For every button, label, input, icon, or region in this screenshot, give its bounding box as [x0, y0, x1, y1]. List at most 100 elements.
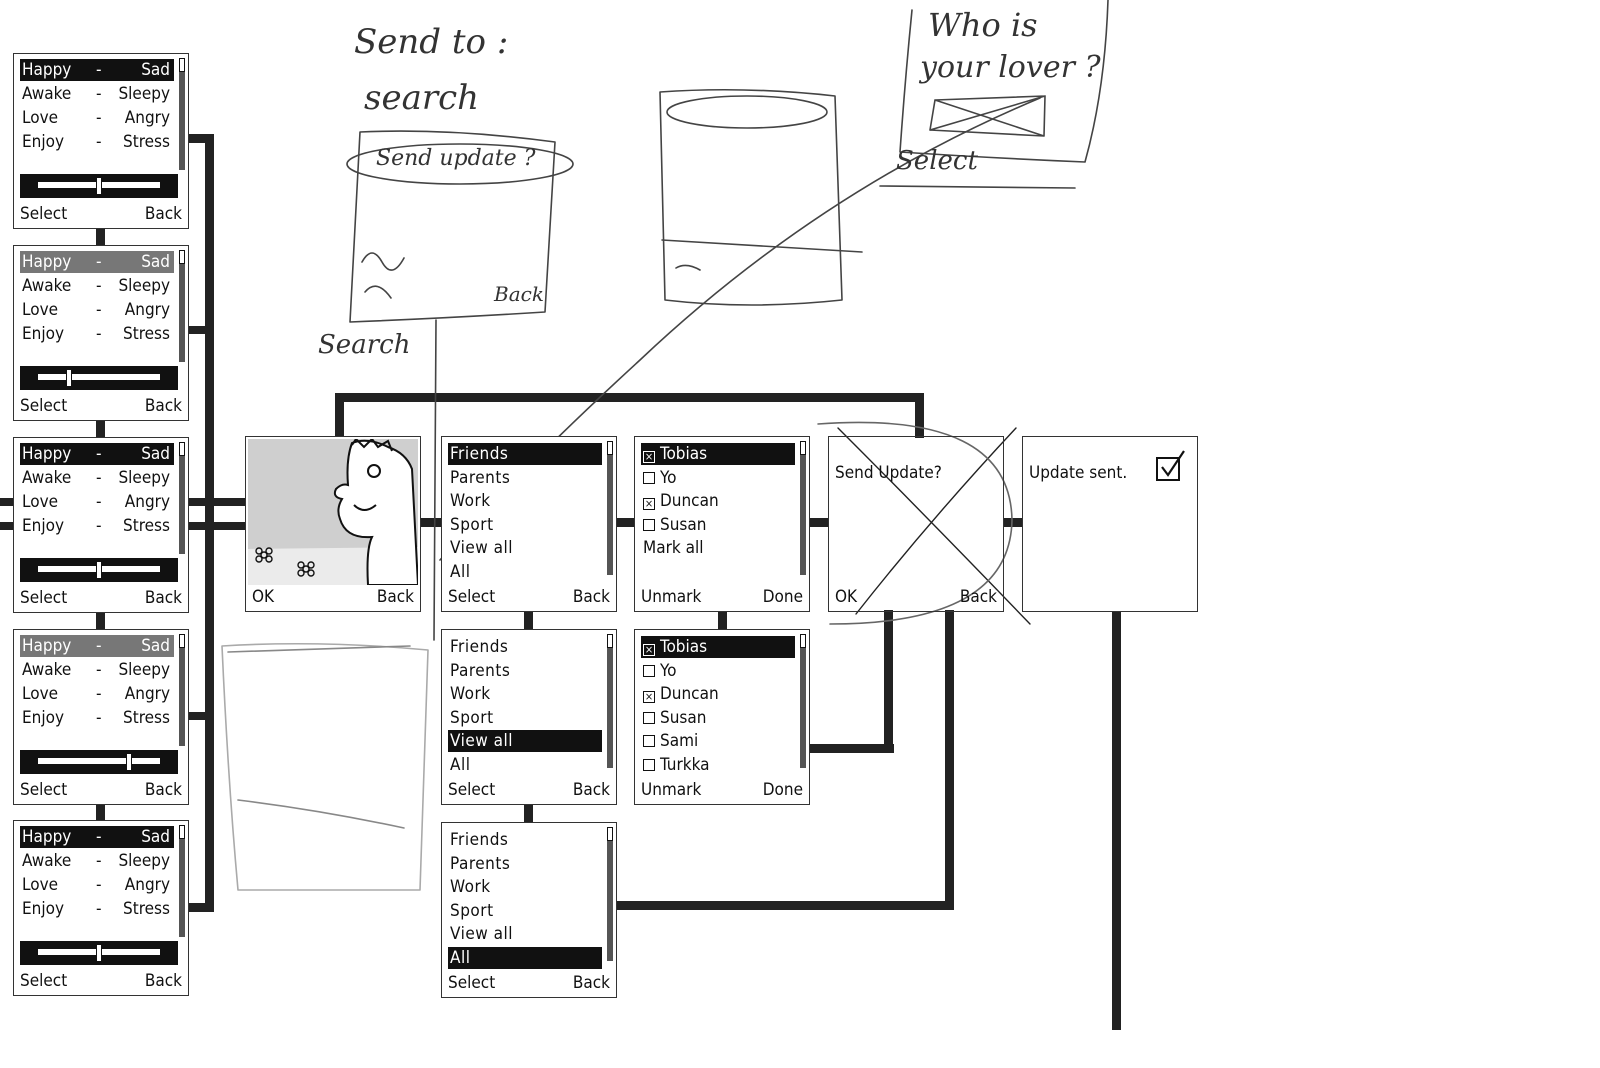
scrollbar[interactable]	[179, 58, 185, 170]
mood-row[interactable]: Happy-Sad	[20, 635, 174, 657]
group-menu-item[interactable]: Sport	[448, 900, 602, 922]
select-softkey[interactable]: Select	[20, 971, 68, 991]
contact-item[interactable]: ×Duncan	[641, 683, 795, 705]
select-softkey[interactable]: Select	[448, 587, 496, 607]
mood-row[interactable]: Love-Angry	[20, 107, 174, 129]
group-menu-item[interactable]: View all	[448, 537, 602, 559]
mood-row[interactable]: Love-Angry	[20, 491, 174, 513]
mood-row[interactable]: Happy-Sad	[20, 59, 174, 81]
group-menu-item[interactable]: Friends	[448, 829, 602, 851]
mood-slider[interactable]	[20, 750, 178, 774]
select-softkey[interactable]: Select	[20, 396, 68, 416]
group-menu-item[interactable]: All	[448, 561, 602, 583]
slider-thumb[interactable]	[66, 369, 72, 387]
scroll-thumb[interactable]	[179, 250, 185, 264]
contact-item[interactable]: Turkka	[641, 754, 795, 776]
slider-thumb[interactable]	[96, 561, 102, 579]
group-menu-item[interactable]: Work	[448, 876, 602, 898]
group-menu-item[interactable]: View all	[448, 923, 602, 945]
slider-thumb[interactable]	[126, 753, 132, 771]
mood-row[interactable]: Happy-Sad	[20, 443, 174, 465]
back-softkey[interactable]: Back	[144, 588, 182, 608]
back-softkey[interactable]: Back	[144, 971, 182, 991]
mood-row[interactable]: Happy-Sad	[20, 826, 174, 848]
checkbox-unchecked-icon[interactable]	[643, 664, 655, 677]
select-softkey[interactable]: Select	[448, 973, 496, 993]
contact-item[interactable]: Sami	[641, 730, 795, 752]
scrollbar[interactable]	[179, 442, 185, 554]
back-softkey[interactable]: Back	[572, 587, 610, 607]
scroll-thumb[interactable]	[607, 634, 613, 648]
group-menu-item[interactable]: Parents	[448, 660, 602, 682]
contact-item[interactable]: Susan	[641, 514, 795, 536]
group-menu-item[interactable]: View all	[448, 730, 602, 753]
mood-row[interactable]: Awake-Sleepy	[20, 850, 174, 872]
checkbox-checked-icon[interactable]: ×	[643, 450, 655, 463]
checkbox-unchecked-icon[interactable]	[643, 471, 655, 484]
checkbox-unchecked-icon[interactable]	[643, 518, 655, 531]
contact-item[interactable]: Yo	[641, 660, 795, 682]
mood-slider[interactable]	[20, 558, 178, 582]
scrollbar[interactable]	[607, 827, 613, 961]
mood-slider[interactable]	[20, 941, 178, 965]
scroll-thumb[interactable]	[179, 825, 185, 839]
ok-softkey[interactable]: OK	[835, 587, 858, 607]
mood-row[interactable]: Enjoy-Stress	[20, 515, 174, 537]
mood-row[interactable]: Awake-Sleepy	[20, 275, 174, 297]
mood-row[interactable]: Happy-Sad	[20, 251, 174, 273]
scrollbar[interactable]	[179, 825, 185, 937]
checkbox-unchecked-icon[interactable]	[643, 759, 655, 771]
mood-slider[interactable]	[20, 366, 178, 390]
scroll-thumb[interactable]	[179, 58, 185, 72]
contact-item[interactable]: Yo	[641, 467, 795, 489]
select-softkey[interactable]: Select	[448, 780, 496, 800]
scroll-thumb[interactable]	[607, 441, 613, 455]
scroll-thumb[interactable]	[607, 827, 613, 841]
mood-row[interactable]: Enjoy-Stress	[20, 131, 174, 153]
scroll-thumb[interactable]	[179, 442, 185, 456]
group-menu-item[interactable]: All	[448, 947, 602, 969]
checkbox-unchecked-icon[interactable]	[643, 735, 655, 748]
checkbox-checked-icon[interactable]: ×	[643, 497, 655, 511]
group-menu-item[interactable]: All	[448, 754, 602, 776]
back-softkey[interactable]: Back	[144, 780, 182, 800]
select-softkey[interactable]: Select	[20, 204, 68, 224]
contact-item[interactable]: Susan	[641, 707, 795, 729]
contact-item[interactable]: ×Duncan	[641, 490, 795, 512]
back-softkey[interactable]: Back	[959, 587, 997, 607]
scroll-thumb[interactable]	[179, 634, 185, 648]
scrollbar[interactable]	[607, 441, 613, 575]
group-menu-item[interactable]: Parents	[448, 853, 602, 875]
scrollbar[interactable]	[800, 441, 806, 575]
mood-slider[interactable]	[20, 174, 178, 198]
unmark-softkey[interactable]: Unmark	[641, 587, 702, 607]
scrollbar[interactable]	[607, 634, 613, 768]
contact-item[interactable]: Mark all	[641, 537, 795, 559]
contact-item[interactable]: ×Tobias	[641, 443, 795, 465]
checkbox-checked-icon[interactable]: ×	[643, 690, 655, 704]
back-softkey[interactable]: Back	[144, 204, 182, 224]
done-softkey[interactable]: Done	[762, 780, 803, 800]
mood-row[interactable]: Love-Angry	[20, 683, 174, 705]
scrollbar[interactable]	[800, 634, 806, 768]
select-softkey[interactable]: Select	[20, 588, 68, 608]
group-menu-item[interactable]: Parents	[448, 467, 602, 489]
done-softkey[interactable]: Done	[762, 587, 803, 607]
group-menu-item[interactable]: Sport	[448, 707, 602, 729]
group-menu-item[interactable]: Friends	[448, 443, 602, 465]
select-softkey[interactable]: Select	[20, 780, 68, 800]
mood-row[interactable]: Enjoy-Stress	[20, 323, 174, 345]
back-softkey[interactable]: Back	[572, 780, 610, 800]
back-softkey[interactable]: Back	[376, 587, 414, 607]
slider-thumb[interactable]	[96, 944, 102, 962]
ok-softkey[interactable]: OK	[252, 587, 275, 607]
checkbox-checked-icon[interactable]: ×	[643, 643, 655, 656]
checkbox-unchecked-icon[interactable]	[643, 711, 655, 724]
mood-row[interactable]: Enjoy-Stress	[20, 898, 174, 920]
group-menu-item[interactable]: Work	[448, 683, 602, 705]
scroll-thumb[interactable]	[800, 441, 806, 455]
mood-row[interactable]: Enjoy-Stress	[20, 707, 174, 729]
mood-row[interactable]: Awake-Sleepy	[20, 83, 174, 105]
mood-row[interactable]: Love-Angry	[20, 874, 174, 896]
scroll-thumb[interactable]	[800, 634, 806, 648]
